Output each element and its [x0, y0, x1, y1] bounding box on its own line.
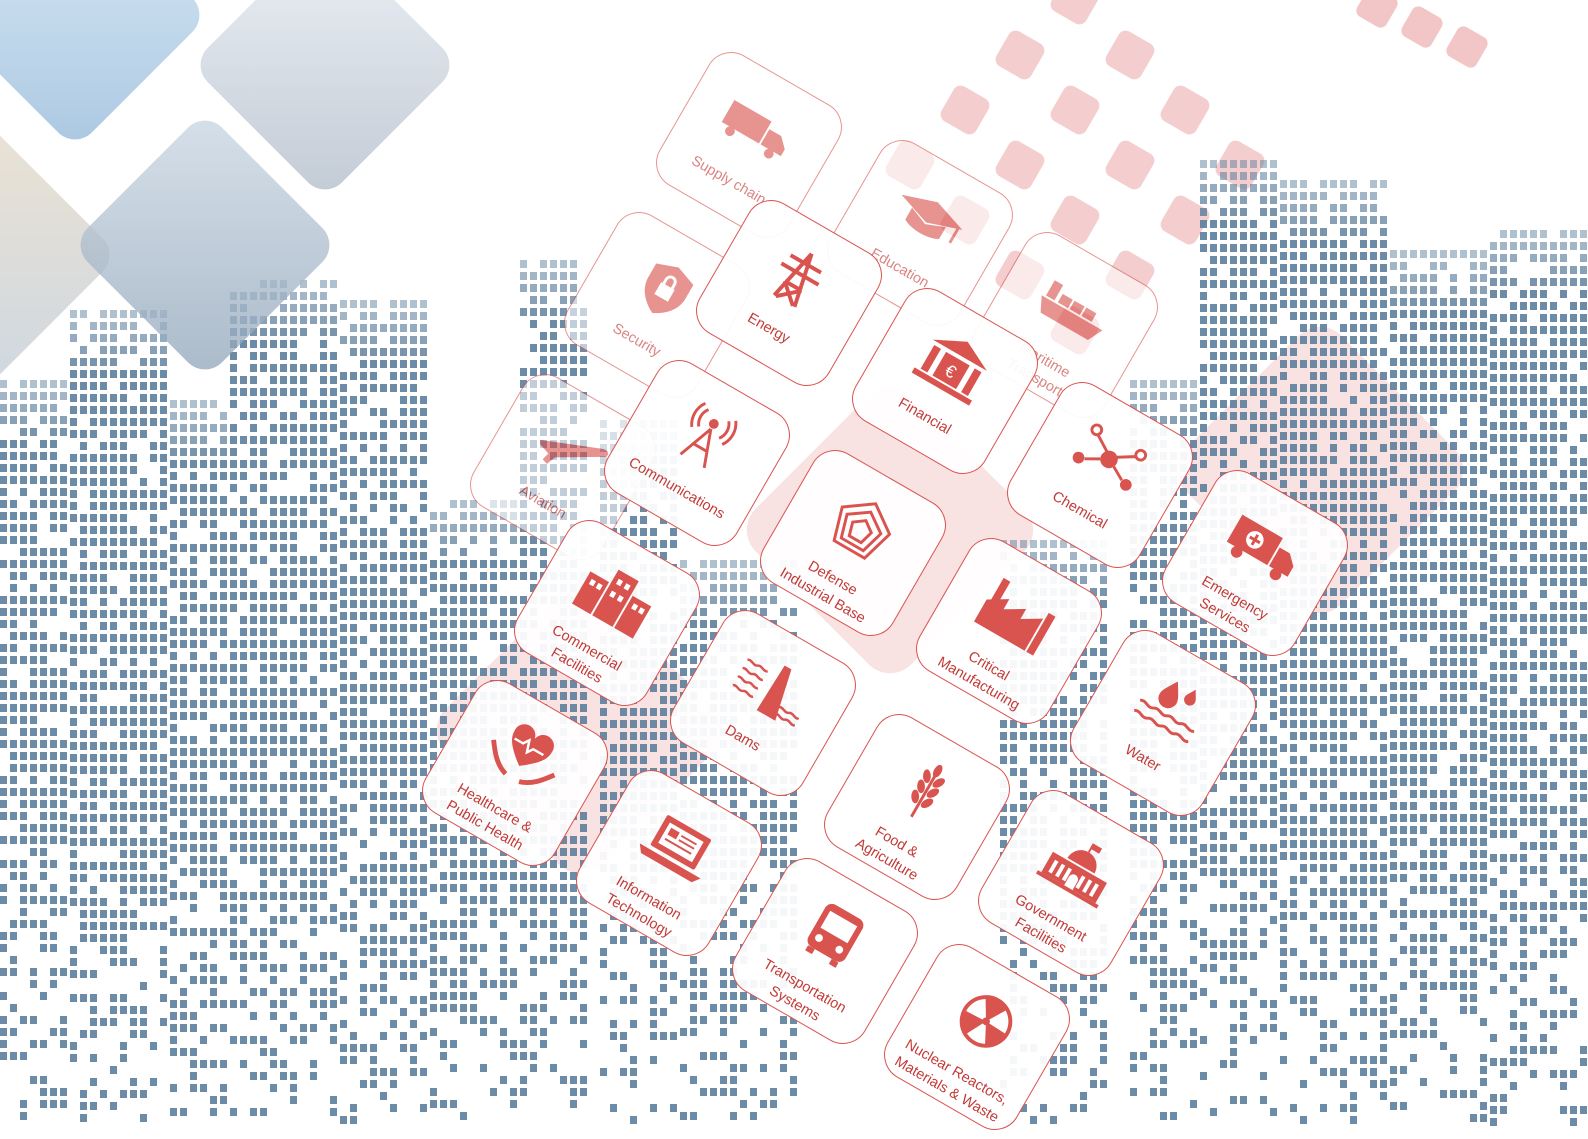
graduation-cap-icon — [876, 168, 980, 270]
sector-tile-dams[interactable]: Dams — [660, 600, 866, 806]
pentagon-icon — [809, 478, 913, 580]
shield-lock-icon — [613, 240, 717, 342]
laptop-icon — [625, 798, 729, 900]
sector-tile-water[interactable]: Water — [1060, 620, 1266, 826]
sector-tile-aviation[interactable]: Aviation — [460, 364, 666, 570]
sector-tile-emergency[interactable]: Emergency Services — [1152, 460, 1358, 666]
sector-tile-government[interactable]: Government Facilities — [968, 780, 1174, 986]
sector-tile-maritime[interactable]: Maritime Transport — [962, 222, 1168, 428]
bank-euro-icon: € — [901, 316, 1005, 418]
sector-tile-communications[interactable]: Communications — [594, 350, 800, 556]
sector-tile-energy[interactable]: Energy — [686, 190, 892, 396]
bus-icon — [781, 886, 885, 988]
sector-tile-supply-chain[interactable]: Supply chain — [646, 42, 852, 248]
capitol-icon — [1027, 818, 1131, 920]
dam-icon — [719, 638, 823, 740]
sector-tile-healthcare[interactable]: Healthcare & Public Health — [412, 670, 618, 876]
factory-icon — [965, 566, 1069, 668]
sector-label: Water — [1121, 742, 1164, 775]
sector-tile-chemical[interactable]: Chemical — [997, 372, 1203, 578]
sector-tile-it[interactable]: Information Technology — [566, 760, 772, 966]
heart-hands-icon — [471, 708, 575, 810]
sector-tile-defense[interactable]: Defense Industrial Base — [750, 440, 956, 646]
sector-tile-manufacturing[interactable]: Critical Manufacturing — [906, 528, 1112, 734]
buildings-icon — [563, 548, 667, 650]
truck-icon — [705, 80, 809, 182]
radiation-icon — [933, 972, 1037, 1074]
power-tower-icon — [745, 228, 849, 330]
sector-tile-nuclear[interactable]: Nuclear Reactors, Materials & Waste — [874, 934, 1080, 1139]
molecule-icon — [1056, 410, 1160, 512]
wheat-icon — [873, 742, 977, 844]
sector-label: Dams — [722, 722, 763, 755]
sector-tile-security[interactable]: Security — [554, 202, 760, 408]
sector-tile-food[interactable]: Food & Agriculture — [814, 704, 1020, 910]
sector-tile-transportation[interactable]: Transportation Systems — [722, 848, 928, 1054]
sector-tile-financial[interactable]: € Financial — [842, 278, 1048, 484]
cargo-ship-icon — [1021, 260, 1125, 362]
water-drops-icon — [1119, 658, 1223, 760]
airplane-icon — [519, 402, 623, 504]
ambulance-icon — [1211, 498, 1315, 600]
sector-tile-education[interactable]: Education — [817, 130, 1023, 336]
antenna-icon — [653, 388, 757, 490]
sector-tile-commercial[interactable]: Commercial Facilities — [504, 510, 710, 716]
